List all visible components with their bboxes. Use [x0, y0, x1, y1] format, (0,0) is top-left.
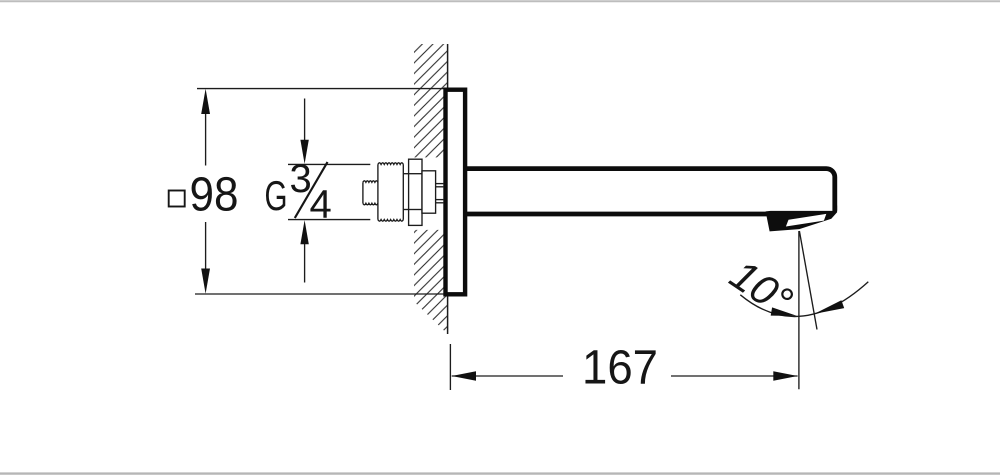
arrowhead-up — [201, 88, 210, 114]
length-arrowhead-right — [773, 371, 798, 381]
square-symbol — [167, 189, 186, 208]
inlet-fitting — [362, 158, 444, 227]
collar — [421, 170, 437, 214]
square-dim-label: 98 — [190, 168, 239, 221]
arrowhead-down — [201, 268, 210, 294]
wall-hatch-lower — [414, 229, 448, 334]
stub-thread-top — [362, 180, 379, 184]
dim-thread-g34: G 3 4 — [265, 98, 371, 283]
stream-angled-line — [798, 230, 818, 330]
spout-body — [466, 166, 838, 217]
plate-outline — [443, 87, 468, 297]
aerator-slot — [785, 213, 827, 227]
angle-arrowhead-left — [770, 307, 797, 316]
cylinder-thread-top — [377, 162, 404, 166]
spout-top-edge — [466, 166, 838, 211]
union-nut — [407, 158, 423, 227]
dim-angle-10: 10° — [722, 230, 869, 390]
wall-hatch-upper — [414, 44, 448, 158]
aerator — [765, 205, 838, 232]
cylinder-thread-bottom — [377, 218, 404, 222]
thread-label-numerator: 3 — [290, 157, 312, 201]
angle-arrowhead-right — [814, 300, 845, 314]
dim-square-98: 98 — [167, 87, 445, 295]
thread-arrowhead-bottom — [300, 220, 309, 245]
length-dim-label: 167 — [582, 342, 658, 395]
thread-label-denominator: 4 — [310, 183, 332, 227]
thread-arrowhead-top — [300, 139, 309, 164]
angle-arc — [739, 281, 869, 318]
stub-thread-bottom — [362, 201, 379, 206]
dim-length-167: 167 — [449, 342, 798, 395]
length-arrowhead-left — [451, 371, 476, 381]
thread-label-g: G — [265, 172, 288, 219]
wall-plate — [443, 87, 468, 297]
fraction-slash — [293, 161, 329, 219]
